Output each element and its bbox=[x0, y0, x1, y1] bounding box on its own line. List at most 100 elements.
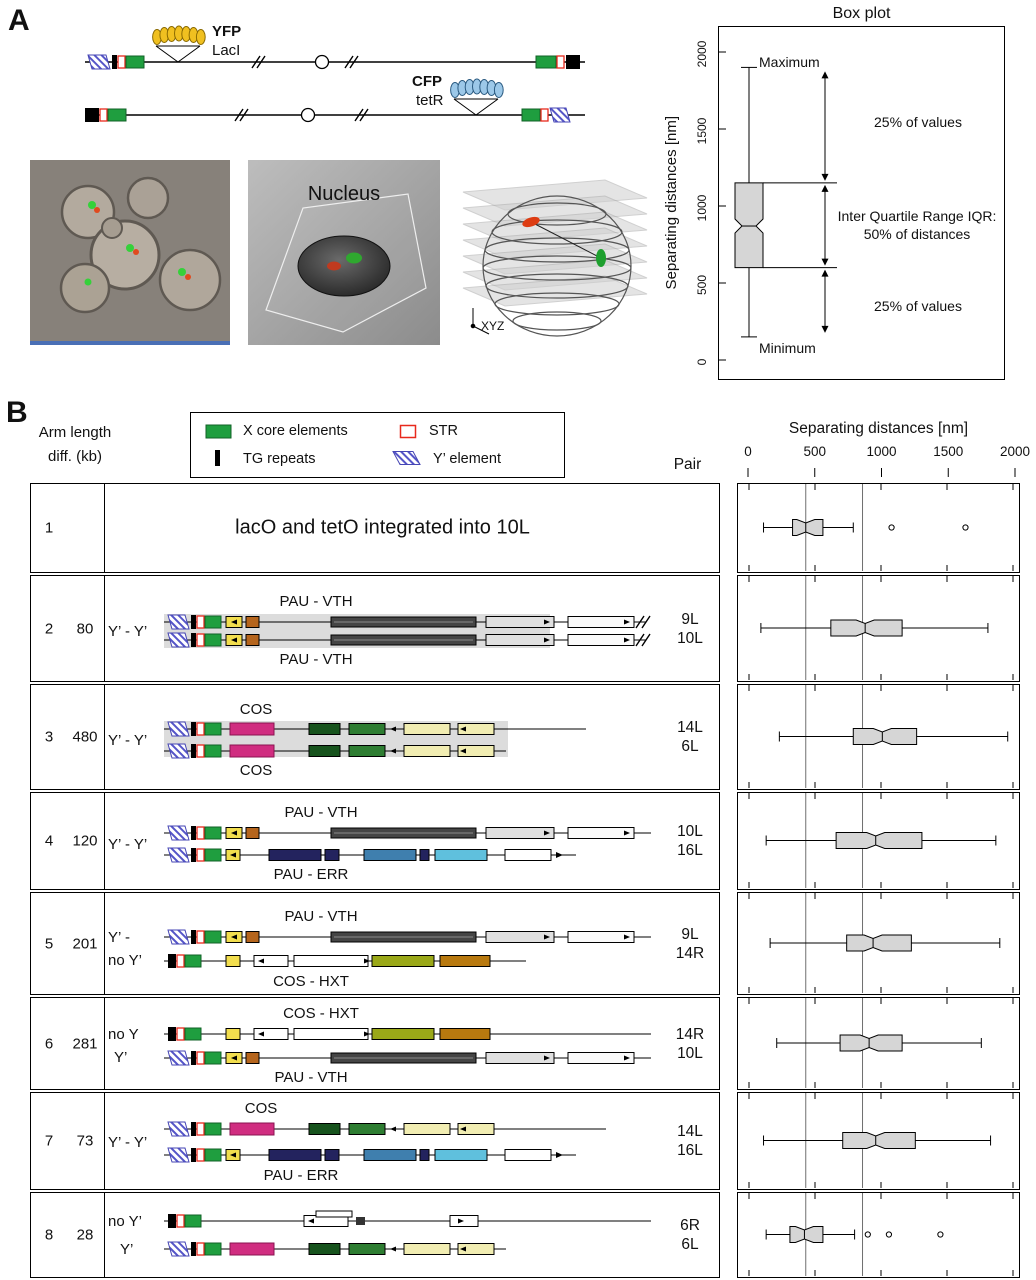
gene-family-label: PAU - ERR bbox=[274, 866, 349, 883]
column-divider bbox=[104, 1193, 105, 1277]
row-1-boxplot bbox=[737, 483, 1020, 573]
arm-length-diff: 480 bbox=[72, 728, 98, 746]
arm-type-label: Y’ - Y’ bbox=[108, 623, 147, 640]
zstack-planes bbox=[462, 179, 648, 307]
row-number: 6 bbox=[44, 1035, 54, 1052]
row-number: 3 bbox=[44, 728, 54, 746]
row-number: 2 bbox=[44, 620, 54, 637]
pair-header: Pair bbox=[673, 456, 702, 473]
nucleus-shape bbox=[297, 235, 391, 297]
column-divider bbox=[104, 685, 105, 789]
gene-family-label: COS bbox=[240, 762, 273, 779]
arm-length-diff: 281 bbox=[72, 1035, 98, 1052]
centromere bbox=[314, 54, 330, 70]
gfp-focus bbox=[88, 201, 96, 209]
nucleus-label: Nucleus bbox=[308, 183, 380, 205]
arm-type-label: Y’ bbox=[114, 1049, 127, 1066]
svg-text:0: 0 bbox=[695, 358, 709, 365]
row-4-boxplot bbox=[737, 792, 1020, 890]
upper-quarter-label: 25% of values bbox=[874, 114, 962, 130]
str-box bbox=[117, 55, 126, 69]
tg-repeats-box bbox=[112, 55, 117, 69]
tg-repeats-swatch bbox=[215, 450, 220, 466]
iqr-label: Inter Quartile Range IQR: 50% of distanc… bbox=[837, 208, 997, 242]
chromosome-construct-diagram: YFP LacI CFP tetR bbox=[85, 23, 585, 123]
gene-family-label: PAU - VTH bbox=[279, 651, 352, 668]
column-divider bbox=[104, 893, 105, 994]
zstack-diagram: XYZ bbox=[455, 158, 655, 350]
column-divider bbox=[104, 484, 105, 572]
axis-tick-label: 1500 bbox=[933, 444, 964, 459]
y-element-box bbox=[87, 54, 111, 70]
str-swatch bbox=[399, 424, 417, 439]
row-8-boxplot bbox=[737, 1192, 1020, 1278]
chromosome-pair-diagram: COS - HXT PAU - VTH no Y Y’ bbox=[108, 1005, 651, 1086]
column-divider bbox=[104, 793, 105, 889]
axis-tick-label: 0 bbox=[744, 444, 752, 459]
maximum-label: Maximum bbox=[759, 54, 820, 70]
arm-type-label: no Y’ bbox=[108, 952, 142, 969]
arm-type-label: no Y’ bbox=[108, 1213, 142, 1230]
teto-cfp-array bbox=[450, 78, 504, 116]
yeast-micrograph bbox=[30, 160, 230, 345]
arm-length-diff: 120 bbox=[72, 832, 98, 850]
arm-length-header: Arm length bbox=[38, 424, 112, 441]
boxplot-ylabel: Separating distances [nm] bbox=[662, 116, 680, 290]
axis-tick-labels: 0 500 1000 1500 2000 bbox=[737, 444, 1030, 460]
chromosome-pair-diagram: PAU - VTH COS - HXT Y’ - no Y’ bbox=[108, 908, 651, 990]
y-element-swatch bbox=[392, 451, 421, 465]
row-1: 1 lacO and tetO integrated into 10L bbox=[30, 483, 720, 573]
row-number: 4 bbox=[44, 832, 54, 850]
x-core-swatch bbox=[205, 424, 232, 439]
gene-family-label: PAU - VTH bbox=[284, 908, 357, 925]
column-divider bbox=[104, 576, 105, 681]
arm-length-header2: diff. (kb) bbox=[48, 448, 102, 465]
cfp-label: CFP bbox=[412, 73, 442, 90]
arm-length-diff: 201 bbox=[72, 935, 98, 952]
chromosome-pair-diagram: COS PAU - ERR Y’ - Y’ bbox=[108, 1100, 606, 1184]
laco-yfp-array bbox=[152, 25, 206, 63]
red-spot bbox=[327, 261, 341, 271]
axis-tick-label: 500 bbox=[803, 444, 827, 459]
gene-family-label: COS bbox=[240, 701, 273, 718]
boxplot-title: Box plot bbox=[832, 5, 891, 22]
axis-tick-label: 1000 bbox=[866, 444, 897, 459]
svg-text:1000: 1000 bbox=[695, 194, 709, 221]
gene-family-label: PAU - ERR bbox=[264, 1167, 339, 1184]
axis-title: Separating distances [nm] bbox=[788, 420, 969, 437]
arm-length-diff: 28 bbox=[76, 1226, 94, 1244]
legend-y-element: Y’ element bbox=[433, 451, 501, 467]
arm-length-diff: 80 bbox=[76, 620, 94, 637]
legend-x-core: X core elements bbox=[243, 423, 348, 439]
panel-a-label: A bbox=[8, 4, 30, 37]
xyz-label: XYZ bbox=[481, 319, 504, 333]
row-2-boxplot bbox=[737, 575, 1020, 682]
row-3-boxplot bbox=[737, 684, 1020, 790]
row-number: 5 bbox=[44, 935, 54, 952]
column-divider bbox=[104, 998, 105, 1089]
arm-type-label: Y’ - Y’ bbox=[108, 732, 147, 749]
row-1-description: lacO and tetO integrated into 10L bbox=[235, 516, 530, 539]
gene-family-label: COS bbox=[245, 1100, 278, 1117]
arm-type-label: Y’ - Y’ bbox=[108, 1134, 147, 1151]
legend-str: STR bbox=[429, 423, 458, 439]
gene-family-label: COS - HXT bbox=[283, 1005, 359, 1022]
axis-tick-marks bbox=[747, 468, 1016, 477]
gene-family-label: PAU - VTH bbox=[279, 593, 352, 610]
arm-type-label: no Y bbox=[108, 1026, 139, 1043]
nucleus-wireframe bbox=[482, 195, 632, 337]
gene-family-label: COS - HXT bbox=[273, 973, 349, 990]
arm-type-label: Y’ bbox=[120, 1241, 133, 1258]
x-core-box bbox=[125, 55, 145, 69]
gene-family-label: PAU - VTH bbox=[284, 804, 357, 821]
